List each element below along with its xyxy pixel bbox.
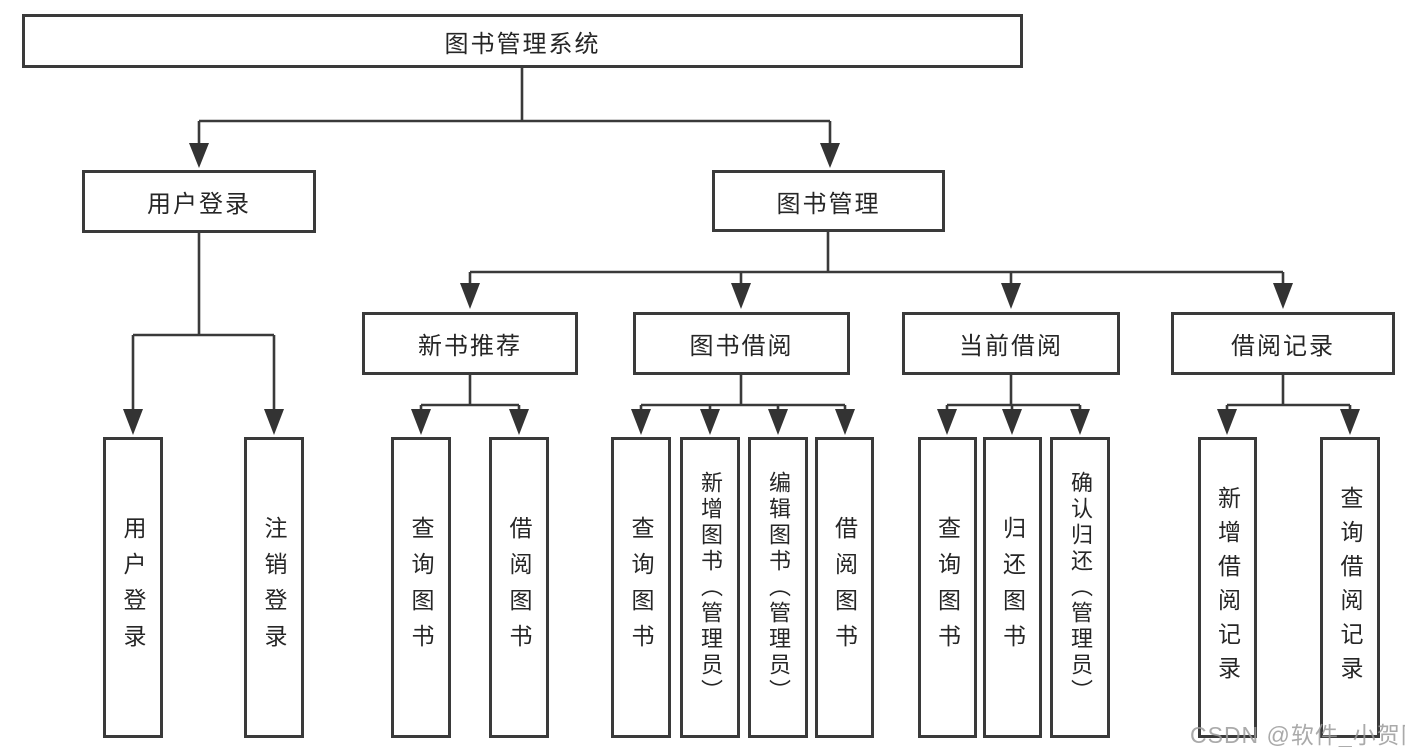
node-book-management: 图书管理 (712, 170, 945, 232)
leaf-user-login: 用户登录 (103, 437, 163, 738)
node-new-book-recommend: 新书推荐 (362, 312, 578, 375)
leaf-borrow-books: 借阅图书 (815, 437, 874, 738)
leaf-logout: 注销登录 (244, 437, 304, 738)
leaf-confirm-return-admin: 确认归还（管理员） (1050, 437, 1110, 738)
wire-user-login-to-leaves (123, 233, 284, 435)
leaf-query-borrow-record: 查询借阅记录 (1320, 437, 1380, 738)
node-library-management-system: 图书管理系统 (22, 14, 1023, 68)
node-borrow-record: 借阅记录 (1171, 312, 1395, 375)
leaf-query-books: 查询图书 (918, 437, 977, 738)
wire-book-management-to-level3 (460, 232, 1293, 309)
node-book-borrow: 图书借阅 (633, 312, 850, 375)
leaf-query-books: 查询图书 (391, 437, 451, 738)
leaf-add-books-admin: 新增图书（管理员） (680, 437, 740, 738)
leaf-edit-books-admin: 编辑图书（管理员） (748, 437, 808, 738)
csdn-watermark: CSDN @软件_小贺同学 (1190, 722, 1405, 747)
node-current-borrow: 当前借阅 (902, 312, 1120, 375)
wire-book-borrow-to-leaves (631, 375, 855, 435)
wire-borrow-record-to-leaves (1217, 375, 1360, 435)
node-user-login: 用户登录 (82, 170, 316, 233)
leaf-return-books: 归还图书 (983, 437, 1042, 738)
wire-current-borrow-to-leaves (937, 375, 1090, 435)
leaf-add-borrow-record: 新增借阅记录 (1198, 437, 1257, 738)
leaf-borrow-books: 借阅图书 (489, 437, 549, 738)
wire-new-book-recommend-to-leaves (411, 375, 529, 435)
leaf-query-books: 查询图书 (611, 437, 671, 738)
wire-root-to-level2 (189, 66, 840, 168)
